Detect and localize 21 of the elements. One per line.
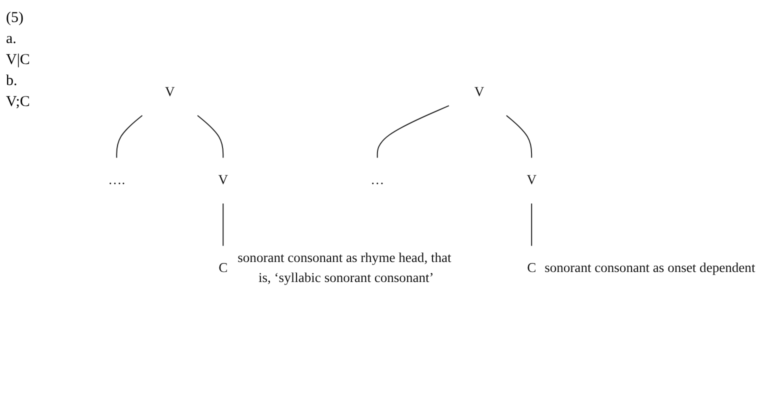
- connector: [531, 203, 532, 246]
- connector: [197, 114, 224, 158]
- connector: [222, 203, 224, 246]
- label-text: a.: [6, 31, 18, 48]
- node-text: …: [370, 172, 384, 188]
- node-label: sonorant consonant as onset dependent: [544, 260, 756, 276]
- label-text: V;C: [6, 94, 31, 111]
- node-text: V: [218, 172, 228, 188]
- label-text: V|C: [6, 52, 31, 69]
- node-label: sonorant consonant as rhyme head, that is, ‘syllabic sonorant consonant’: [238, 250, 452, 286]
- label-text: (5): [6, 10, 24, 27]
- node-text: V: [526, 172, 536, 188]
- node-text: V: [164, 84, 175, 99]
- node-text: C: [527, 260, 536, 276]
- node-text: ….: [108, 172, 126, 188]
- node-text: V: [474, 84, 484, 99]
- connector: [506, 114, 532, 158]
- connector: [376, 104, 450, 158]
- connector: [116, 114, 143, 158]
- label-text: b.: [6, 73, 18, 90]
- node-text: C: [218, 260, 228, 276]
